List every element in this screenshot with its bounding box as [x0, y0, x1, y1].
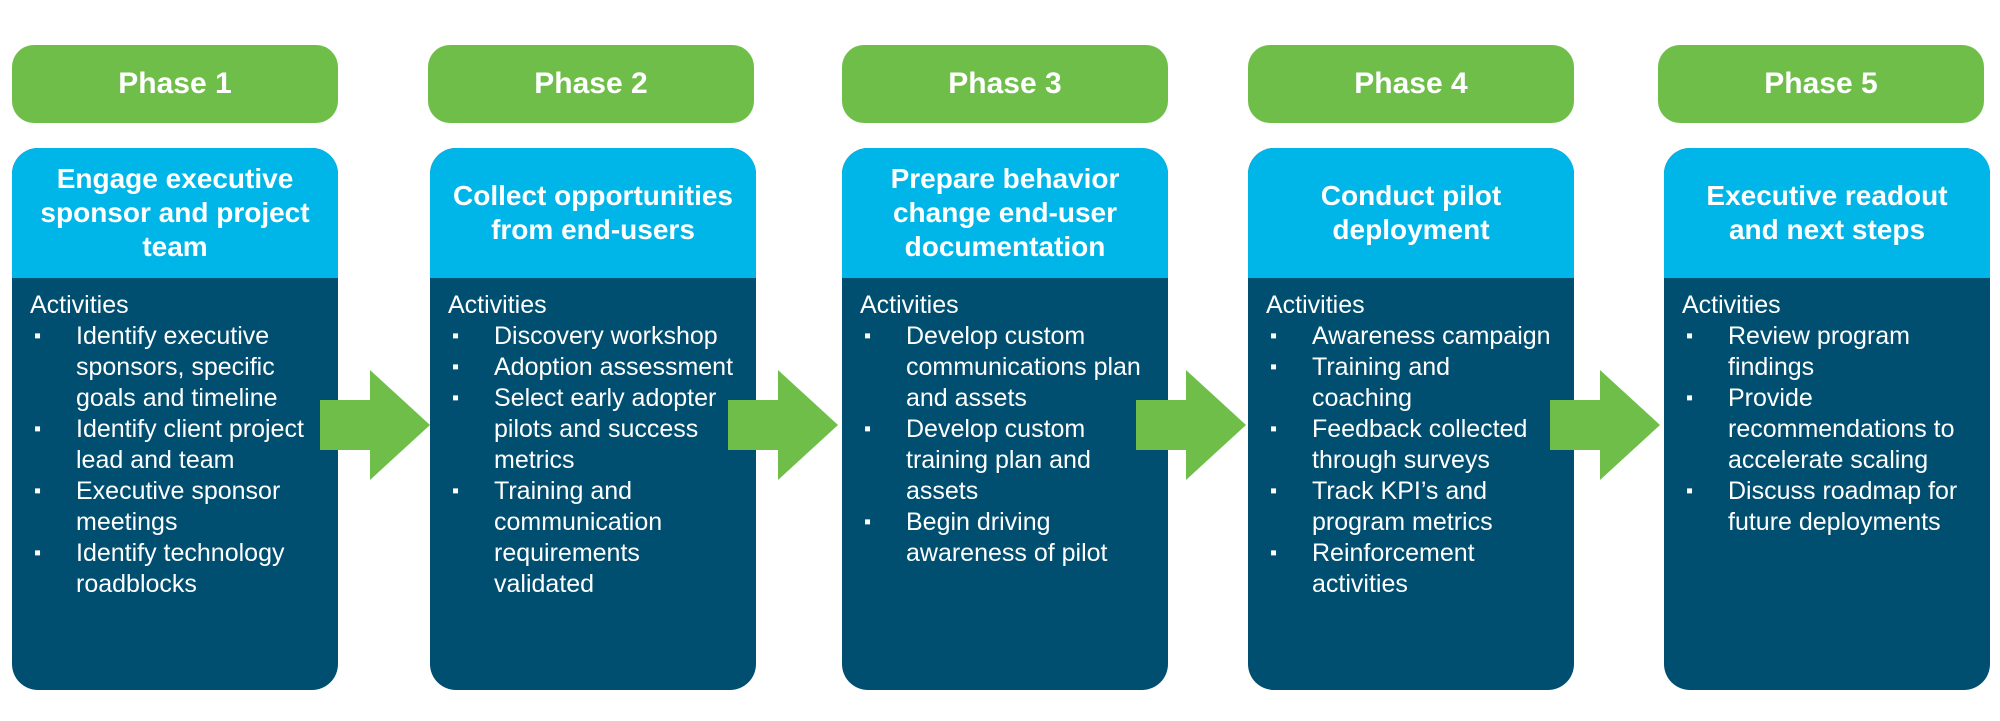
phase-1-label: Phase 1	[12, 45, 338, 123]
activity-item: ▪Identify technology roadblocks	[34, 539, 285, 598]
activity-item: ▪Select early adopter pilots and success…	[452, 384, 717, 474]
phase-2-body: Activities ▪Discovery workshop ▪Adoption…	[430, 278, 756, 600]
arrow-right-icon	[728, 370, 838, 480]
phase-3-title: Prepare behavior change end-user documen…	[842, 148, 1168, 278]
activity-item: ▪Reinforcement activities	[1270, 539, 1475, 598]
bullet-icon: ▪	[34, 480, 42, 502]
activity-item: ▪Develop custom communications plan and …	[864, 322, 1141, 412]
activities-label: Activities	[1266, 291, 1365, 319]
activities-list: ▪Discovery workshop ▪Adoption assessment…	[448, 321, 738, 600]
activities-label: Activities	[448, 291, 547, 319]
activity-item: ▪Identify executive sponsors, specific g…	[34, 322, 278, 412]
phase-1-card: Engage executive sponsor and project tea…	[12, 148, 338, 690]
arrow-right-icon	[320, 370, 430, 480]
bullet-icon: ▪	[1270, 480, 1278, 502]
phase-4-title: Conduct pilot deployment	[1248, 148, 1574, 278]
arrow-right-icon	[1550, 370, 1660, 480]
phase-2-card: Collect opportunities from end-users Act…	[430, 148, 756, 690]
activities-label: Activities	[860, 291, 959, 319]
bullet-icon: ▪	[34, 325, 42, 347]
activity-item: ▪Training and communication requirements…	[452, 477, 663, 598]
activities-label: Activities	[30, 291, 129, 319]
activities-label: Activities	[1682, 291, 1781, 319]
bullet-icon: ▪	[452, 356, 460, 378]
bullet-icon: ▪	[34, 418, 42, 440]
activities-list: ▪Identify executive sponsors, specific g…	[30, 321, 320, 600]
phase-2-label: Phase 2	[428, 45, 754, 123]
phase-1-title: Engage executive sponsor and project tea…	[12, 148, 338, 278]
bullet-icon: ▪	[864, 511, 872, 533]
activity-item: ▪Begin driving awareness of pilot	[864, 508, 1108, 567]
bullet-icon: ▪	[864, 418, 872, 440]
activities-list: ▪Awareness campaign ▪Training and coachi…	[1266, 321, 1556, 600]
activity-item: ▪Develop custom training plan and assets	[864, 415, 1091, 505]
bullet-icon: ▪	[452, 387, 460, 409]
bullet-icon: ▪	[34, 542, 42, 564]
bullet-icon: ▪	[1686, 480, 1694, 502]
bullet-icon: ▪	[1686, 325, 1694, 347]
activity-item: ▪Track KPI’s and program metrics	[1270, 477, 1493, 536]
activity-item: ▪Awareness campaign	[1270, 322, 1551, 350]
activity-item: ▪Discovery workshop	[452, 322, 718, 350]
bullet-icon: ▪	[452, 325, 460, 347]
bullet-icon: ▪	[1270, 542, 1278, 564]
activity-item: ▪Feedback collected through surveys	[1270, 415, 1528, 474]
phase-3-body: Activities ▪Develop custom communication…	[842, 278, 1168, 569]
bullet-icon: ▪	[864, 325, 872, 347]
activity-item: ▪Review program findings	[1686, 322, 1911, 381]
phase-4-label: Phase 4	[1248, 45, 1574, 123]
activities-list: ▪Review program findings ▪Provide recomm…	[1682, 321, 1972, 538]
phase-4-card: Conduct pilot deployment Activities ▪Awa…	[1248, 148, 1574, 690]
activity-item: ▪Adoption assessment	[452, 353, 734, 381]
phase-5-label: Phase 5	[1658, 45, 1984, 123]
phase-4-body: Activities ▪Awareness campaign ▪Training…	[1248, 278, 1574, 600]
activity-item: ▪Discuss roadmap for future deployments	[1686, 477, 1958, 536]
bullet-icon: ▪	[1270, 356, 1278, 378]
activity-item: ▪Identify client project lead and team	[34, 415, 304, 474]
bullet-icon: ▪	[1686, 387, 1694, 409]
phase-3-label: Phase 3	[842, 45, 1168, 123]
activity-item: ▪Provide recommendations to accelerate s…	[1686, 384, 1955, 474]
activity-item: ▪Training and coaching	[1270, 353, 1451, 412]
bullet-icon: ▪	[452, 480, 460, 502]
bullet-icon: ▪	[1270, 418, 1278, 440]
phase-5-title: Executive readout and next steps	[1664, 148, 1990, 278]
phase-5-card: Executive readout and next steps Activit…	[1664, 148, 1990, 690]
bullet-icon: ▪	[1270, 325, 1278, 347]
activity-item: ▪Executive sponsor meetings	[34, 477, 281, 536]
arrow-right-icon	[1136, 370, 1246, 480]
phase-2-title: Collect opportunities from end-users	[430, 148, 756, 278]
activities-list: ▪Develop custom communications plan and …	[860, 321, 1150, 569]
phase-5-body: Activities ▪Review program findings ▪Pro…	[1664, 278, 1990, 538]
phase-1-body: Activities ▪Identify executive sponsors,…	[12, 278, 338, 600]
phase-3-card: Prepare behavior change end-user documen…	[842, 148, 1168, 690]
